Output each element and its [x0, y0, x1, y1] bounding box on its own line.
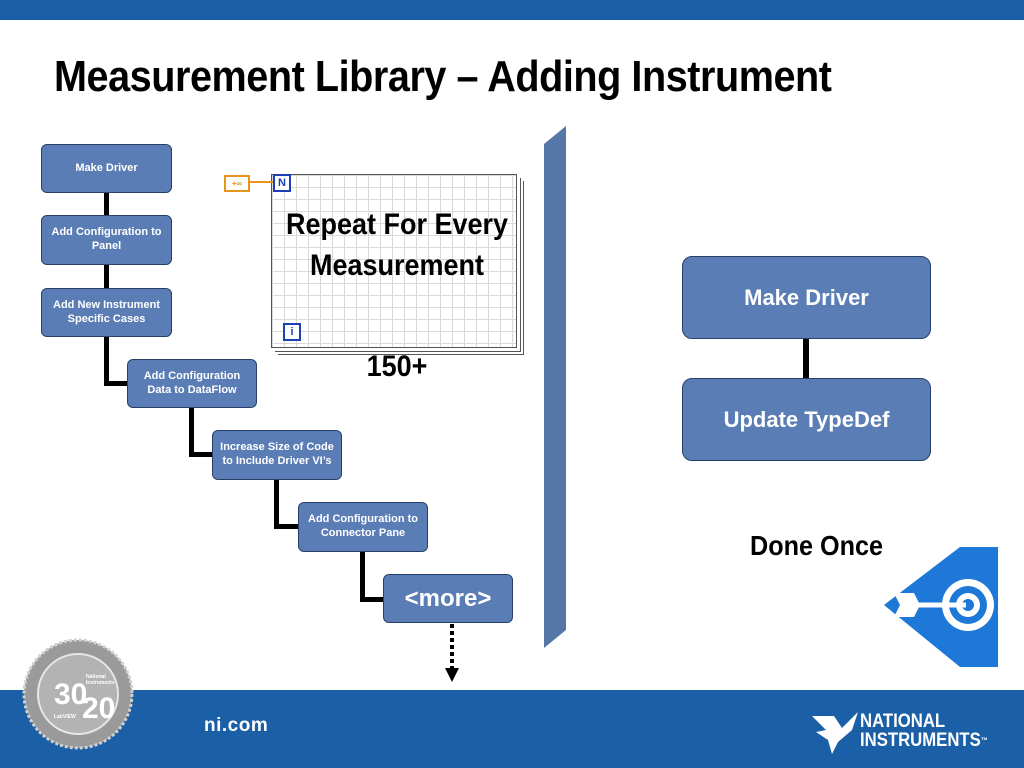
badge-small-text: Instruments [86, 680, 115, 686]
slide-title: Measurement Library – Adding Instrument [54, 52, 832, 101]
ni-logo-line2: INSTRUMENTS [860, 730, 981, 751]
flow-step-more: <more> [383, 574, 513, 623]
done-once-label: Done Once [750, 530, 884, 561]
badge-small-text: LabVIEW [54, 714, 76, 720]
badge-number-30: 30 [54, 678, 87, 711]
flow-connector [104, 192, 109, 216]
ni-logo-line1: NATIONAL [860, 711, 946, 732]
top-bar [0, 0, 1024, 20]
flow-step-add-config-connector: Add Configuration to Connector Pane [298, 502, 428, 552]
target-arrow-icon [884, 547, 998, 667]
infinity-constant: +∞ [224, 175, 250, 192]
flow-connector [189, 452, 213, 457]
ni-logo-trademark: ™ [980, 736, 988, 745]
footer-url[interactable]: ni.com [204, 715, 269, 736]
constant-wire [248, 181, 275, 183]
flow-connector [360, 551, 365, 602]
loop-count-label: 150+ [366, 350, 428, 383]
vertical-divider [544, 126, 566, 648]
right-flow-connector [803, 337, 809, 380]
flow-step-add-config-panel: Add Configuration to Panel [41, 215, 172, 265]
flow-connector [189, 407, 194, 457]
flow-connector [104, 336, 109, 386]
flow-step-add-config-dataflow: Add Configuration Data to DataFlow [127, 359, 257, 408]
flow-step-add-instrument-cases: Add New Instrument Specific Cases [41, 288, 172, 337]
flow-connector [274, 524, 299, 529]
flow-connector [360, 597, 384, 602]
dotted-arrow-down-icon [445, 624, 459, 682]
flow-connector [104, 381, 128, 386]
badge-small-text: National [86, 674, 106, 680]
bottom-bar [0, 690, 1024, 768]
ni-logo-text: NATIONAL INSTRUMENTS™ [860, 712, 988, 750]
loop-iteration-terminal: i [283, 323, 301, 341]
flow-connector [104, 264, 109, 288]
flow-step-make-driver: Make Driver [41, 144, 172, 193]
badge-number-20: 20 [82, 692, 115, 725]
right-step-make-driver: Make Driver [682, 256, 931, 339]
loop-label: Repeat For Every Measurement [285, 208, 509, 282]
ni-eagle-logo-icon [812, 712, 858, 754]
for-loop-structure [271, 174, 517, 348]
anniversary-badge-icon: 30 20 National Instruments LabVIEW [22, 638, 134, 750]
right-step-update-typedef: Update TypeDef [682, 378, 931, 461]
flow-connector [274, 479, 279, 529]
flow-step-increase-code-size: Increase Size of Code to Include Driver … [212, 430, 342, 480]
loop-count-terminal: N [273, 174, 291, 192]
